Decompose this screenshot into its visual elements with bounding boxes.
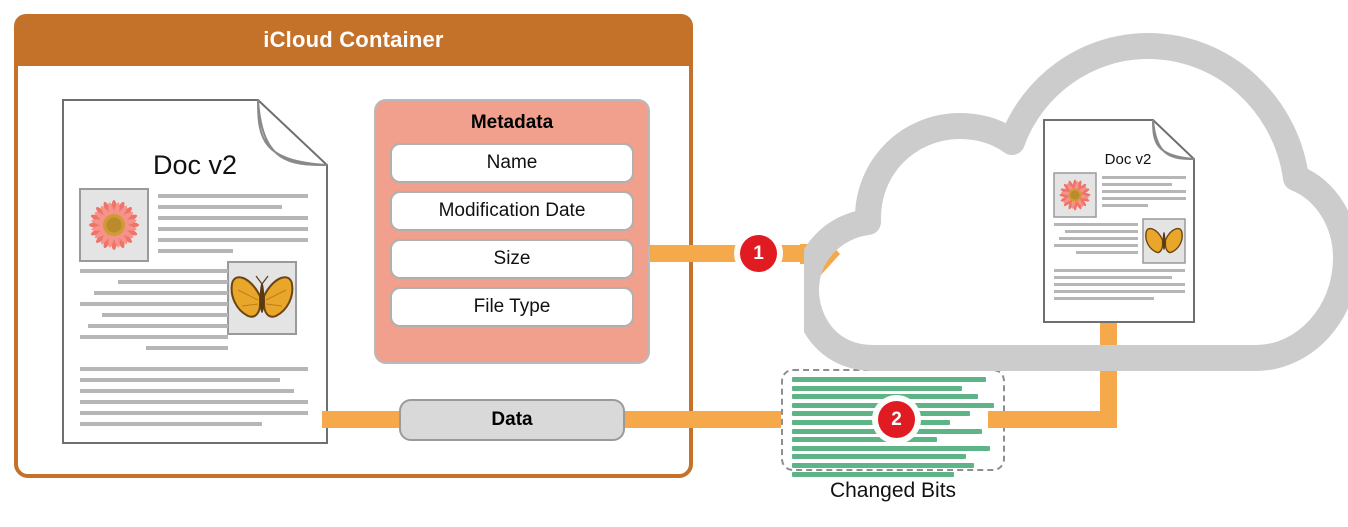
- bit-line: [792, 454, 966, 460]
- bit-line: [792, 394, 978, 400]
- metadata-item-name[interactable]: Name: [390, 143, 634, 183]
- metadata-item-modification-date[interactable]: Modification Date: [390, 191, 634, 231]
- step-badge-2: 2: [878, 401, 915, 438]
- metadata-flow-line: [650, 245, 740, 262]
- local-document-text-block-1: [158, 194, 308, 253]
- cloud-document-text-block-1: [1102, 176, 1186, 207]
- cloud-document-title: Doc v2: [1105, 151, 1152, 168]
- cloud-document-text-block-3: [1054, 269, 1185, 300]
- flower-image: [79, 188, 149, 262]
- bit-line: [792, 437, 938, 443]
- local-document-text-block-3: [80, 367, 308, 426]
- cloud-shape: [793, 8, 1348, 378]
- bit-line: [792, 462, 974, 468]
- local-document-title: Doc v2: [153, 150, 237, 180]
- bit-line: [792, 385, 962, 391]
- changed-bits-flow-line: [988, 411, 1117, 428]
- bit-line: [792, 377, 986, 382]
- cloud-document-text-block-2: [1054, 223, 1138, 254]
- bit-line: [792, 419, 950, 425]
- metadata-item-file-type[interactable]: File Type: [390, 287, 634, 327]
- metadata-flow-line-tail: [776, 245, 806, 262]
- butterfly-image: [227, 261, 297, 335]
- metadata-item-size[interactable]: Size: [390, 239, 634, 279]
- local-document: Doc v2: [62, 99, 328, 444]
- metadata-title: Metadata: [470, 112, 554, 133]
- metadata-panel: Metadata Name Modification Date Size Fil…: [374, 99, 650, 364]
- step-badge-1: 1: [740, 235, 777, 272]
- bit-line: [792, 471, 954, 477]
- page-title: iCloud Container: [263, 27, 444, 52]
- data-pill[interactable]: Data: [399, 399, 625, 441]
- cloud-document: Doc v2: [1043, 119, 1195, 323]
- bit-line: [792, 445, 990, 451]
- butterfly-image: [1142, 218, 1186, 264]
- icloud-container-header: iCloud Container: [14, 14, 693, 66]
- changed-bits-caption: Changed Bits: [829, 479, 957, 502]
- local-document-text-block-2: [80, 269, 228, 350]
- flower-image: [1053, 172, 1097, 218]
